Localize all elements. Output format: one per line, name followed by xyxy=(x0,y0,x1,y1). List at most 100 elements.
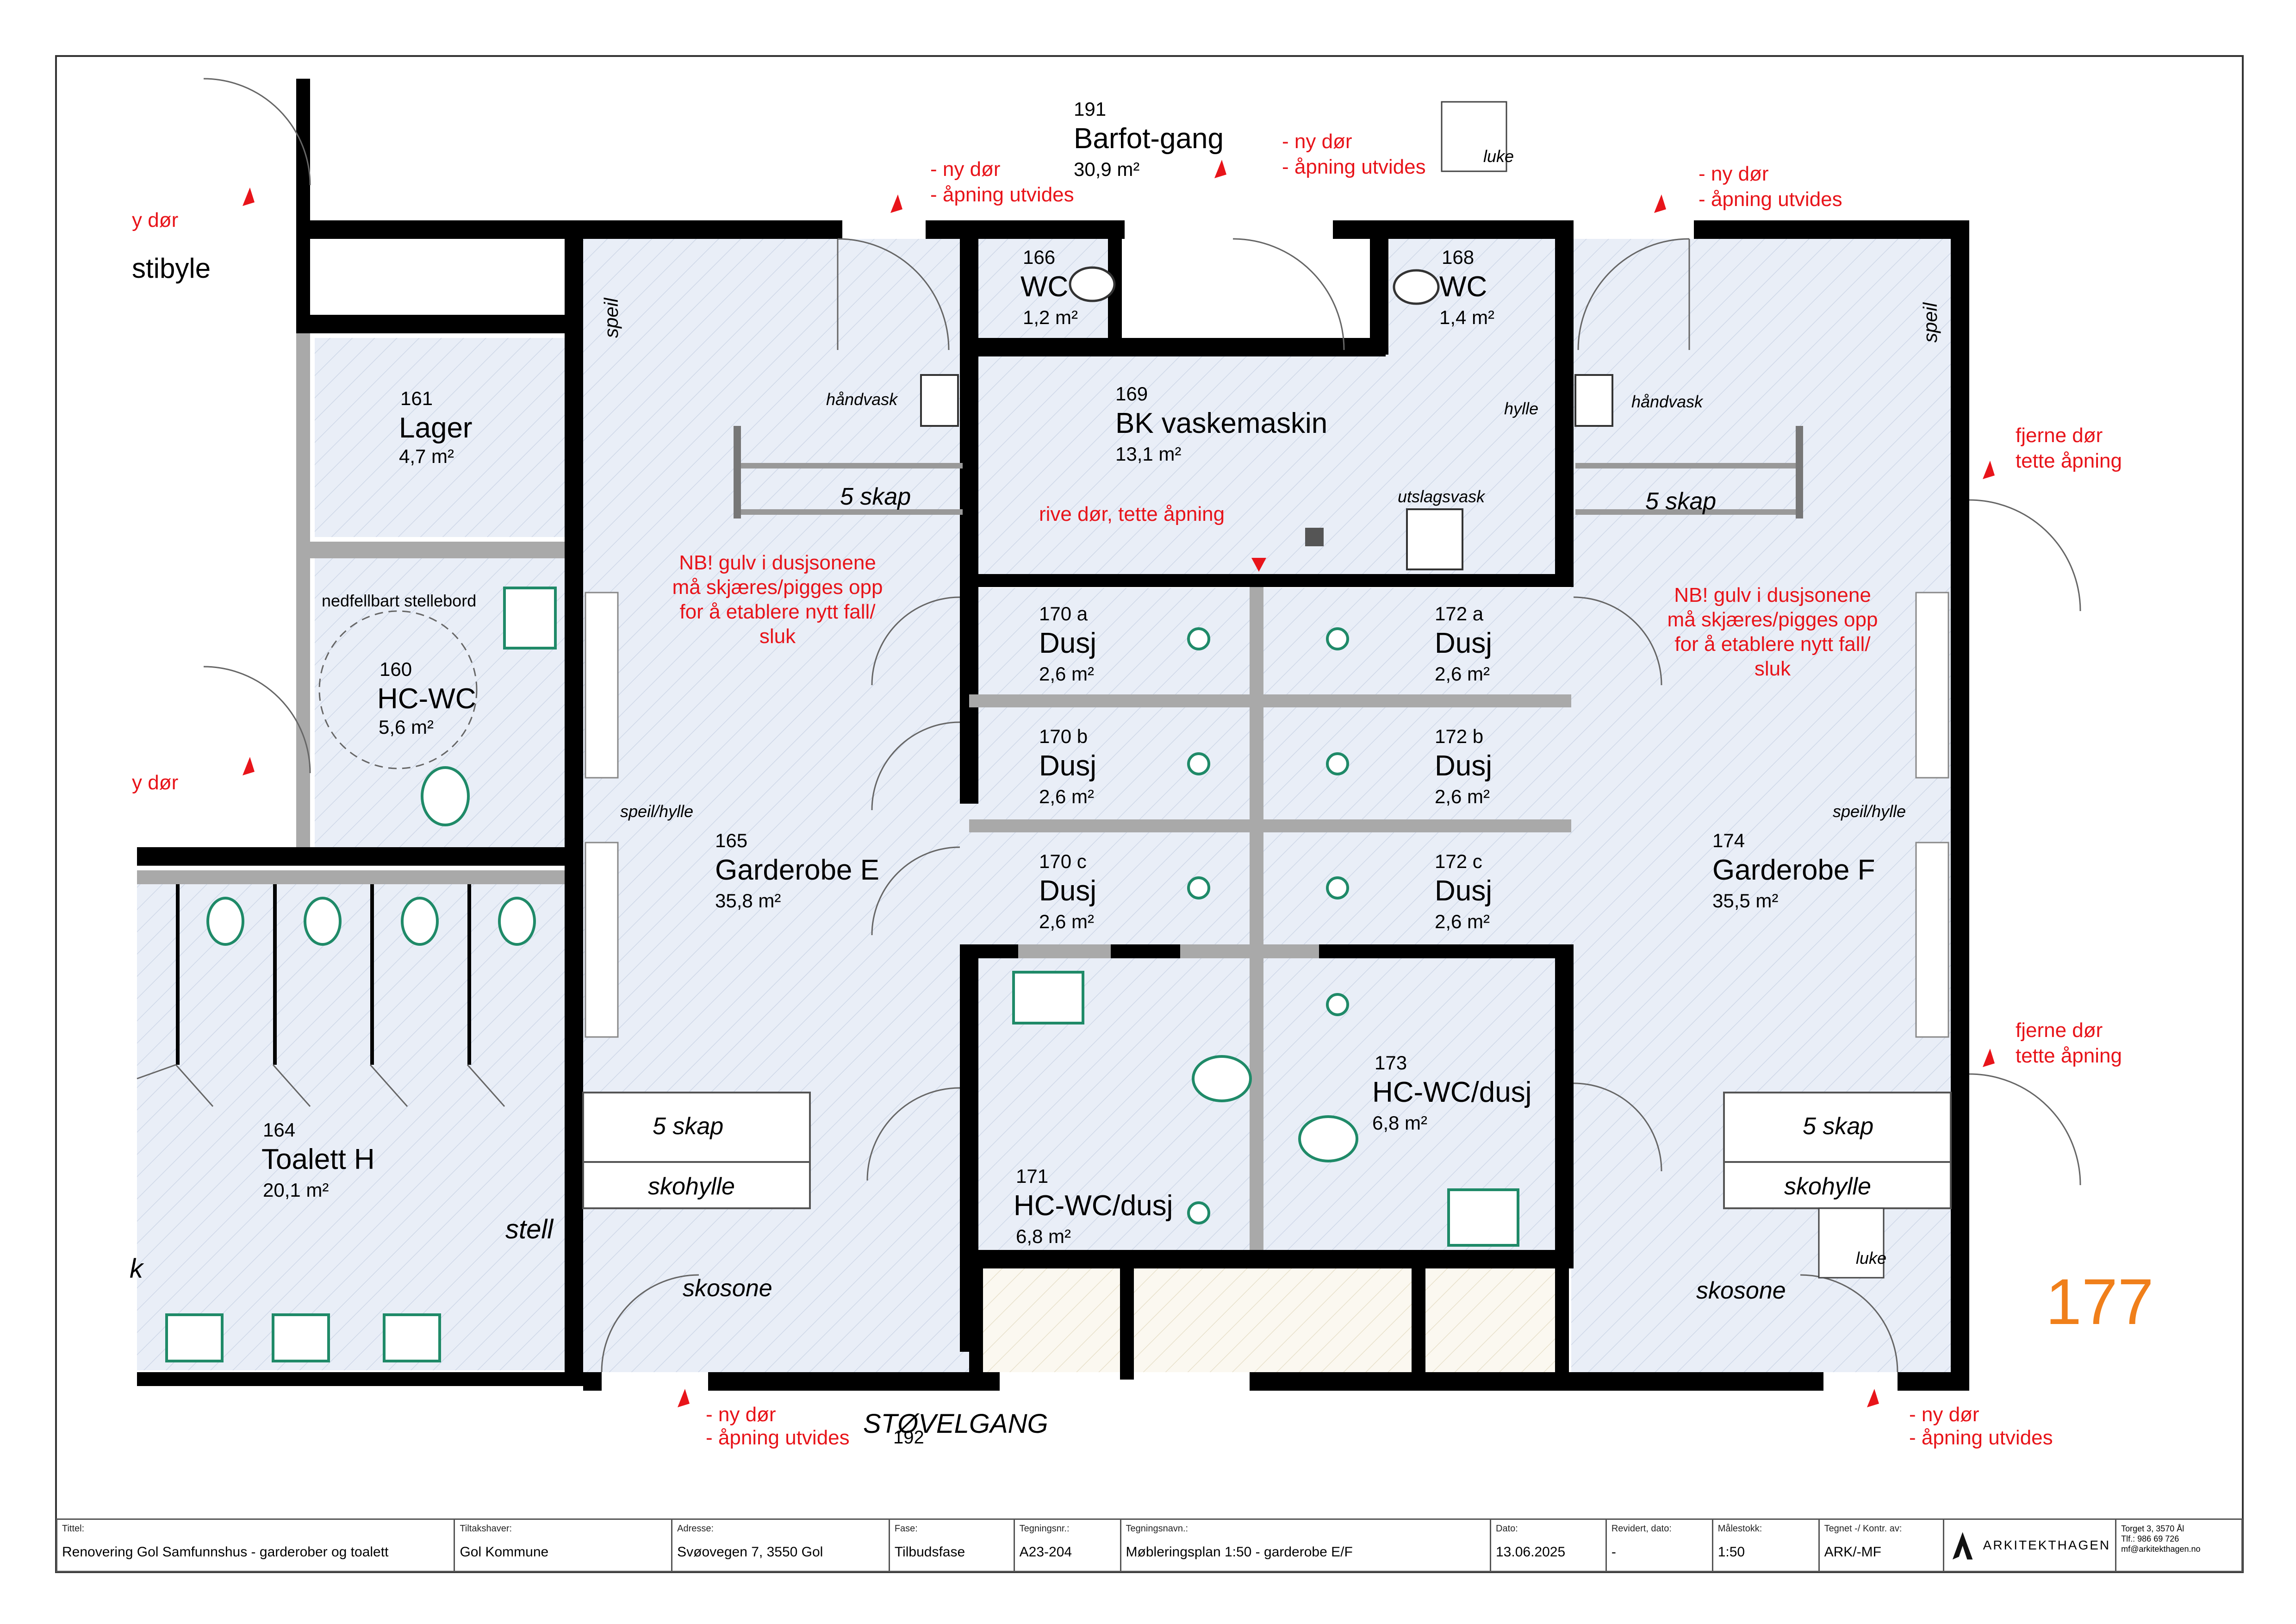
note-remove-door-laundry: rive dør, tette åpning xyxy=(1039,503,1225,525)
room-169-area: 13,1 m² xyxy=(1115,443,1181,465)
room-191-area: 30,9 m² xyxy=(1074,158,1139,180)
note-remove-door-right-top: fjerne dør xyxy=(2016,424,2103,447)
note-widen-opening-top-center: - åpning utvides xyxy=(1282,156,1426,178)
red-notes: - ny dør - åpning utvides - ny dør - åpn… xyxy=(132,130,2122,1449)
room-166-number: 166 xyxy=(1023,246,1055,268)
lockers-label-f-top: 5 skap xyxy=(1645,488,1716,515)
room-labels: 191 Barfot-gang 30,9 m² 166 WC 1,2 m² 16… xyxy=(132,98,2154,1448)
tb-drawing-number-label: Tegningsnr.: xyxy=(1019,1524,1070,1534)
room-170a-name: Dusj xyxy=(1039,627,1096,659)
note-floor-drain-e: NB! gulv i dusjsonene må skjæres/pigges … xyxy=(672,551,883,648)
room-172c-name: Dusj xyxy=(1435,875,1492,907)
hatch-label-top: luke xyxy=(1483,147,1514,166)
mirror-shelf-label-e: speil/hylle xyxy=(620,802,693,821)
firm-email: mf@arkitekthagen.no xyxy=(2121,1544,2201,1554)
note-new-door-left-top: y dør xyxy=(132,209,178,231)
room-191-number: 191 xyxy=(1074,98,1106,120)
room-166-name: WC xyxy=(1020,271,1068,303)
firm-address: Torget 3, 3570 Ål xyxy=(2121,1524,2184,1533)
room-168-number: 168 xyxy=(1442,246,1474,268)
tb-title-label: Tittel: xyxy=(62,1524,85,1534)
room-170b-name: Dusj xyxy=(1039,750,1096,782)
room-192-number: 192 xyxy=(893,1427,924,1448)
shelf-label: hylle xyxy=(1504,399,1538,418)
note-floor-e-line-3: for å etablere nytt fall/ xyxy=(679,600,876,623)
room-172b-number: 172 b xyxy=(1435,725,1483,747)
toilet-cubicles xyxy=(137,884,505,1107)
room-161-number: 161 xyxy=(400,387,433,409)
hatch-label-bottom: luke xyxy=(1856,1249,1886,1268)
tb-title-cell: Tittel: Renovering Gol Samfunnshus - gar… xyxy=(57,1520,455,1571)
room-172a-area: 2,6 m² xyxy=(1435,663,1490,685)
room-174-number: 174 xyxy=(1712,830,1745,851)
tb-phase-value: Tilbudsfase xyxy=(894,1544,965,1560)
tb-revised-value: - xyxy=(1611,1544,1616,1560)
note-new-door-bottom-right: - ny dør xyxy=(1909,1403,1979,1426)
room-165-number: 165 xyxy=(715,830,747,851)
tb-date-label: Dato: xyxy=(1496,1524,1518,1534)
note-floor-f-line-1: NB! gulv i dusjsonene xyxy=(1674,584,1871,606)
room-173-name: HC-WC/dusj xyxy=(1372,1076,1531,1108)
note-floor-e-line-1: NB! gulv i dusjsonene xyxy=(679,551,876,574)
note-widen-opening-bottom-left: - åpning utvides xyxy=(706,1426,850,1449)
room-160-number: 160 xyxy=(380,658,412,680)
room-171-number: 171 xyxy=(1016,1165,1048,1187)
tb-scale-label: Målestokk: xyxy=(1717,1524,1762,1534)
room-164-name: Toalett H xyxy=(261,1143,375,1175)
room-169-name: BK vaskemaskin xyxy=(1115,407,1327,439)
tb-address-label: Adresse: xyxy=(677,1524,714,1534)
walls xyxy=(137,79,1969,1391)
note-widen-opening-bottom-right: - åpning utvides xyxy=(1909,1426,2053,1449)
sanitary-fixtures xyxy=(165,266,1613,1362)
door-swings xyxy=(203,78,2081,1373)
note-new-door-top-left: - ny dør xyxy=(930,158,1001,181)
room-172a-name: Dusj xyxy=(1435,627,1492,659)
tb-address-value: Svøovegen 7, 3550 Gol xyxy=(677,1544,823,1560)
tb-firm-cell: ARKITEKTHAGEN xyxy=(1944,1520,2117,1571)
shower-fixtures xyxy=(1187,627,1349,1224)
room-173-area: 6,8 m² xyxy=(1372,1112,1427,1134)
room-172a-number: 172 a xyxy=(1435,603,1484,625)
tb-client-label: Tiltakshaver: xyxy=(460,1524,512,1534)
tb-contact-cell: Torget 3, 3570 Ål Tlf.: 986 69 726 mf@ar… xyxy=(2116,1520,2241,1571)
furniture xyxy=(318,101,1952,1279)
room-164-number: 164 xyxy=(263,1119,295,1141)
note-widen-opening-top-right: - åpning utvides xyxy=(1699,188,1842,211)
utility-sink-label: utslagsvask xyxy=(1398,487,1486,506)
room-160-area: 5,6 m² xyxy=(379,716,434,738)
title-block: Tittel: Renovering Gol Samfunnshus - gar… xyxy=(56,1518,2243,1572)
lockers-label-f-bottom: 5 skap xyxy=(1803,1113,1873,1140)
room-170c-number: 170 c xyxy=(1039,850,1087,872)
room-172c-area: 2,6 m² xyxy=(1435,911,1490,932)
cut-off-label-k: k xyxy=(130,1254,144,1284)
firm-phone: Tlf.: 986 69 726 xyxy=(2121,1534,2179,1543)
room-170b-area: 2,6 m² xyxy=(1039,786,1094,807)
room-173-number: 173 xyxy=(1375,1052,1407,1074)
tb-drawing-name-label: Tegningsnavn.: xyxy=(1126,1524,1188,1534)
room-177-number: 177 xyxy=(2046,1265,2154,1338)
handbasin-label-e: håndvask xyxy=(826,390,898,409)
note-new-door-top-center: - ny dør xyxy=(1282,130,1352,153)
tb-drawn-by-cell: Tegnet -/ Kontr. av: ARK/-MF xyxy=(1820,1520,1945,1571)
tb-title-value: Renovering Gol Samfunnshus - garderober … xyxy=(62,1544,389,1560)
note-floor-e-line-2: må skjæres/pigges opp xyxy=(672,576,883,599)
tb-drawn-by-label: Tegnet -/ Kontr. av: xyxy=(1824,1524,1902,1534)
tb-phase-cell: Fase: Tilbudsfase xyxy=(890,1520,1015,1571)
note-new-door-top-right: - ny dør xyxy=(1699,162,1769,185)
mirror-label-f: speil xyxy=(1919,302,1941,343)
lockers-label-e-top: 5 skap xyxy=(840,483,911,510)
note-close-opening-right-bottom: tette åpning xyxy=(2016,1044,2122,1067)
tb-drawing-name-value: Møbleringsplan 1:50 - garderobe E/F xyxy=(1126,1544,1353,1560)
shoe-rack-label-e: skohylle xyxy=(648,1173,735,1200)
room-160-name: HC-WC xyxy=(377,683,476,715)
room-170c-area: 2,6 m² xyxy=(1039,911,1094,932)
furniture-labels: speil speil håndvask håndvask hylle utsl… xyxy=(130,147,1941,1304)
room-165-area: 35,8 m² xyxy=(715,890,781,912)
room-174-area: 35,5 m² xyxy=(1712,890,1778,912)
room-171-name: HC-WC/dusj xyxy=(1014,1190,1173,1222)
tb-revised-cell: Revidert, dato: - xyxy=(1607,1520,1713,1571)
room-vestibyle-name: stibyle xyxy=(132,253,211,284)
room-170b-number: 170 b xyxy=(1039,725,1088,747)
tb-scale-value: 1:50 xyxy=(1717,1544,1745,1560)
